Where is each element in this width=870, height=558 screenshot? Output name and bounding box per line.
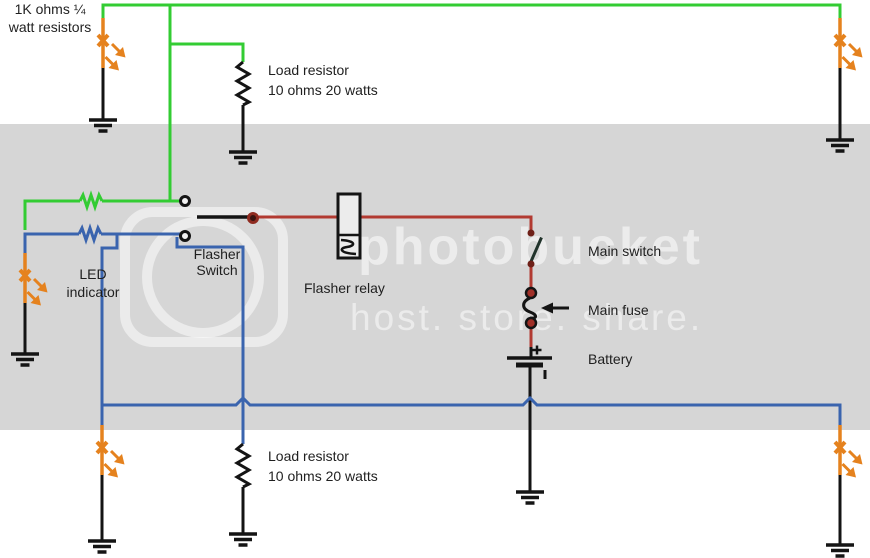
label-load-resistor-top: Load resistor 10 ohms 20 watts	[268, 60, 378, 100]
ground-icon	[824, 543, 856, 558]
wire-blue-indicator-line	[23, 232, 181, 253]
label-flasher-switch: Flasher Switch	[178, 246, 256, 278]
label-led-indicator: LED indicator	[55, 265, 131, 301]
main-switch-symbol	[527, 229, 543, 268]
flasher-relay-symbol	[336, 192, 362, 260]
black-wires	[23, 68, 842, 544]
wire-blue-jog-vertical	[100, 234, 119, 425]
main-switch-lever	[529, 236, 543, 263]
flasher-switch-symbol	[179, 195, 259, 242]
battery-plus-icon	[532, 345, 542, 355]
ground-icon	[86, 539, 118, 554]
label-main-switch: Main switch	[588, 243, 662, 259]
wire-green-indicator-line	[23, 199, 181, 230]
label-load-resistor-top-line1: Load resistor	[268, 62, 349, 78]
wire-blue-switch-vertical	[175, 237, 245, 444]
led-top-right-icon	[835, 18, 863, 71]
watermark-tagline: host. store. share.	[350, 297, 703, 338]
label-flasher-switch-line2: Switch	[196, 262, 238, 278]
led-bottom-left-icon	[97, 425, 125, 478]
led-bottom-right-icon	[835, 425, 863, 478]
label-led-indicator-line2: indicator	[66, 284, 120, 300]
main-switch-terminal-top	[527, 229, 535, 237]
label-led-indicator-line1: LED	[79, 266, 107, 282]
fuse-element	[522, 296, 538, 320]
relay-coil-icon	[340, 238, 357, 256]
label-1k-resistors-line2: watt resistors	[8, 19, 92, 35]
main-switch-terminal-bottom	[527, 260, 535, 268]
label-load-resistor-top-line2: 10 ohms 20 watts	[268, 82, 378, 98]
camera-icon	[120, 207, 288, 347]
wire-green-to-load-resistor	[170, 42, 245, 62]
wire-green-top-bus	[101, 3, 842, 20]
camera-lens-icon	[142, 216, 264, 338]
label-1k-resistors-line1: 1K ohms ¼	[14, 1, 86, 17]
main-fuse-symbol	[522, 286, 569, 330]
flasher-switch-terminal-blue	[179, 230, 191, 242]
label-1k-resistors: 1K ohms ¼ watt resistors	[0, 0, 100, 36]
led-top-left-icon	[98, 18, 126, 71]
blue-wires	[23, 232, 245, 444]
label-battery: Battery	[588, 351, 633, 367]
wire-blue-bottom-bus	[102, 395, 842, 425]
fuse-terminal-bottom	[524, 316, 538, 330]
battery-symbol	[507, 345, 552, 379]
ground-icon	[227, 532, 259, 547]
fuse-pointer-arrowhead	[541, 302, 553, 314]
label-main-fuse: Main fuse	[588, 302, 649, 318]
fuse-terminal-top	[524, 286, 538, 300]
flasher-switch-terminal-green	[179, 195, 191, 207]
label-load-resistor-bottom: Load resistor 10 ohms 20 watts	[268, 446, 378, 486]
ground-icon	[514, 490, 546, 505]
green-wires	[23, 3, 842, 230]
label-load-resistor-bottom-line1: Load resistor	[268, 448, 349, 464]
load-resistor-top-symbol	[235, 60, 251, 107]
label-flasher-switch-line1: Flasher	[193, 246, 241, 262]
label-flasher-relay: Flasher relay	[304, 280, 385, 296]
label-load-resistor-bottom-line2: 10 ohms 20 watts	[268, 468, 378, 484]
load-resistor-bottom-symbol	[235, 442, 251, 489]
flasher-switch-pivot-terminal	[247, 212, 259, 224]
